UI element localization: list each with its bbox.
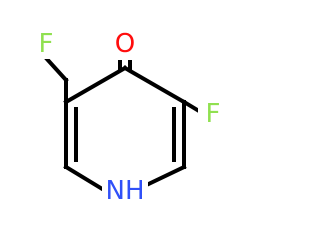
label-bg-f-left [32,29,60,59]
label-bg-oxygen [109,28,141,60]
atom-label-f-left: F [39,29,54,59]
atom-label-oxygen: O [115,29,135,59]
bond-c3-f-left-down [43,55,69,83]
structure-canvas: F O F NH [32,28,226,206]
bond-c4-c3 [63,65,128,105]
bond-c2-n1 [63,164,107,193]
molecule-structure: F O F NH [32,28,226,206]
atom-labels: F O F NH [32,28,226,206]
atom-label-nitrogen: NH [106,176,145,206]
label-bg-nitrogen [102,176,148,206]
atom-label-f-right: F [206,99,221,129]
label-bg-f-right [198,99,226,129]
bonds [43,55,214,193]
bond-c5-c4 [122,65,187,105]
